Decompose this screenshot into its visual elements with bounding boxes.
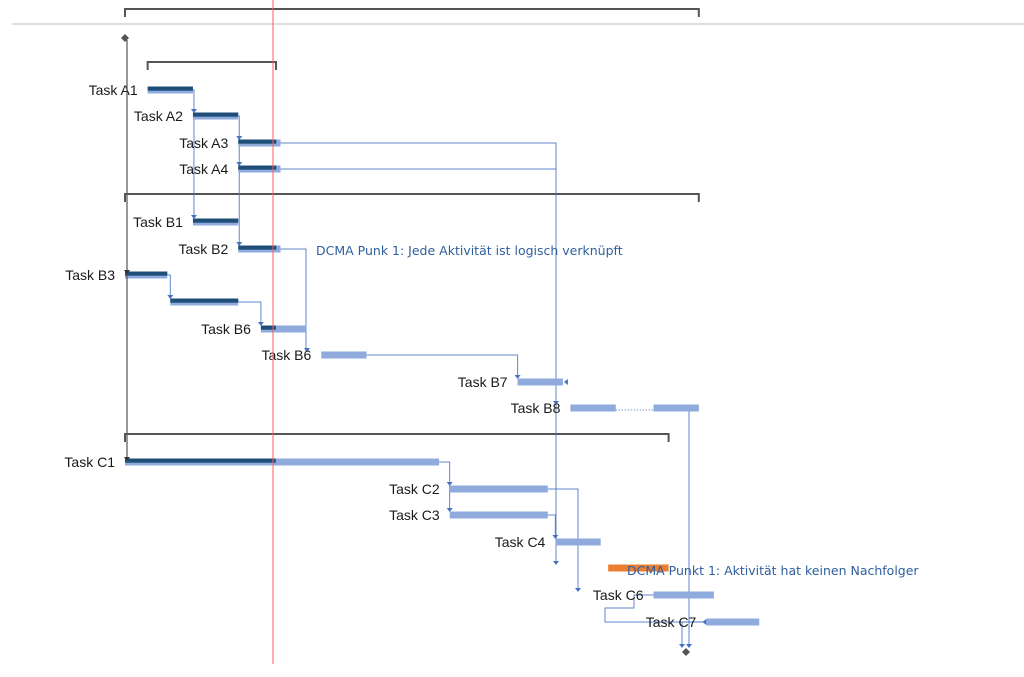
- dependency-link: [547, 488, 579, 591]
- task-bar: [260, 325, 307, 333]
- task-label: Task B3: [65, 267, 115, 283]
- dcma-annotation: DCMA Punk 1: Jede Aktivität ist logisch …: [316, 243, 623, 258]
- task-label: Task A3: [179, 135, 228, 151]
- summary-bar-a: [146, 61, 277, 70]
- link-arrow: [236, 136, 243, 140]
- task-bar: [653, 591, 714, 599]
- task-label: Task B6: [261, 347, 311, 363]
- link-arrow: [304, 348, 310, 352]
- task-progress: [238, 139, 277, 144]
- dependency-link: [280, 248, 307, 351]
- link-arrow: [575, 588, 581, 592]
- task-label: Task B6: [201, 321, 251, 337]
- task-bar-segment: [570, 404, 616, 412]
- task-progress: [125, 271, 168, 276]
- task-label: Task A4: [179, 161, 228, 177]
- dcma-annotation: DCMA Punkt 1: Aktivität hat keinen Nachf…: [627, 563, 919, 578]
- task-bar: [449, 511, 548, 519]
- task-progress: [192, 218, 239, 223]
- task-bar: [321, 351, 367, 359]
- task-label: Task B2: [178, 241, 228, 257]
- task-label: Task A1: [89, 82, 138, 98]
- link-arrow: [514, 375, 521, 379]
- task-label: Task C1: [64, 454, 115, 470]
- end-milestone: [682, 648, 690, 656]
- task-label: Task C4: [495, 534, 546, 550]
- link-arrow: [679, 644, 685, 648]
- task-bar: [449, 485, 548, 493]
- link-arrow: [563, 379, 568, 385]
- dependency-link: [688, 407, 699, 645]
- link-arrow: [190, 215, 197, 219]
- task-label: Task C3: [389, 507, 440, 523]
- summary-bars: [124, 8, 700, 442]
- task-bar: [517, 378, 563, 386]
- annotations: DCMA Punk 1: Jede Aktivität ist logisch …: [316, 243, 919, 578]
- dependency-link: [366, 354, 519, 378]
- dependency-link: [167, 274, 171, 298]
- task-progress: [238, 165, 277, 170]
- task-progress: [192, 112, 239, 117]
- task-progress: [147, 86, 193, 91]
- milestones: [121, 34, 690, 656]
- link-arrow: [553, 401, 559, 405]
- task-bar: [555, 538, 601, 546]
- task-label: Task A2: [134, 108, 183, 124]
- link-arrow: [446, 508, 453, 512]
- task-bar: [706, 618, 760, 626]
- task-progress: [170, 298, 239, 303]
- link-arrow: [167, 295, 174, 299]
- project-summary-bar: [124, 8, 700, 17]
- task-label: Task B8: [511, 400, 561, 416]
- task-progress: [125, 458, 276, 463]
- start-milestone: [121, 34, 129, 42]
- task-label: Task C2: [389, 481, 440, 497]
- link-arrow: [446, 482, 453, 486]
- task-label: Task B7: [458, 374, 508, 390]
- link-arrow: [190, 109, 197, 113]
- task-progress: [260, 325, 276, 330]
- summary-bar-c: [124, 433, 670, 442]
- task-labels: Task A1 Task A2 Task A3 Task A4 Task B1 Task …: [64, 82, 696, 630]
- link-arrow: [236, 242, 243, 246]
- link-arrow: [124, 270, 130, 274]
- dependency-link: [547, 514, 556, 538]
- link-arrow: [124, 457, 130, 461]
- summary-bar-b: [124, 193, 700, 202]
- task-progress: [238, 245, 277, 250]
- task-bar: [608, 564, 669, 572]
- link-arrow: [552, 535, 559, 539]
- link-arrow: [553, 561, 559, 565]
- task-bar: [125, 458, 440, 466]
- dependency-link: [192, 89, 195, 218]
- link-arrow: [686, 644, 692, 648]
- task-bar-segment: [653, 404, 699, 412]
- link-arrow: [257, 322, 264, 326]
- dependency-link: [604, 594, 714, 623]
- dependency-link: [238, 301, 262, 325]
- task-label: Task B1: [133, 214, 183, 230]
- task-label: Task C7: [646, 614, 697, 630]
- dependency-link: [439, 461, 451, 511]
- dependency-link: [238, 115, 240, 245]
- task-bars: [125, 86, 760, 626]
- task-label: Task C6: [593, 587, 644, 603]
- link-arrow: [236, 162, 243, 166]
- dependency-link: [280, 142, 557, 564]
